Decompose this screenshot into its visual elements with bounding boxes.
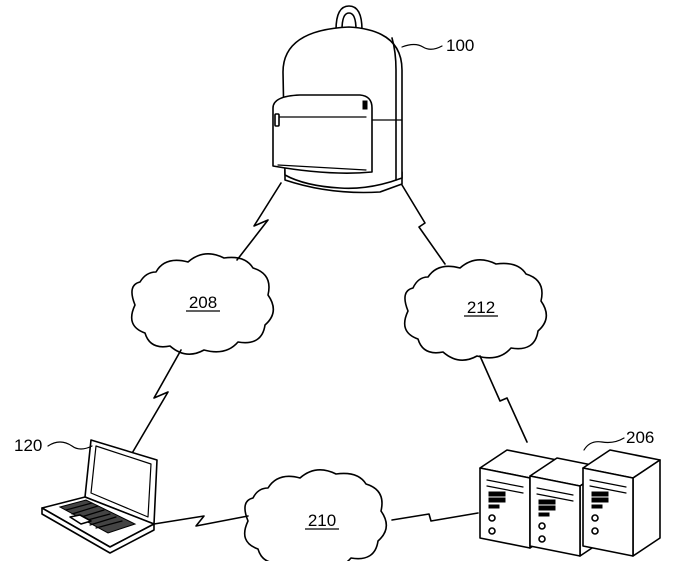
servers-ref-label: 206 — [626, 428, 654, 447]
laptop-ref-label: 120 — [14, 436, 42, 455]
network-label-210: 210 — [308, 511, 336, 530]
lightning-link-icon — [236, 182, 282, 261]
backpack-icon — [272, 5, 403, 194]
lightning-link-icon — [130, 349, 182, 456]
servers-leader-line — [583, 437, 625, 451]
server-rack-icon — [479, 449, 661, 557]
network-label-208: 208 — [189, 293, 217, 312]
network-cloud-212: 212 — [403, 259, 548, 361]
network-cloud-208: 208 — [130, 253, 275, 355]
laptop-icon — [41, 439, 158, 554]
network-label-212: 212 — [467, 298, 495, 317]
lightning-link-icon — [479, 355, 528, 443]
server-unit — [582, 449, 661, 557]
lightning-link-icon — [153, 515, 249, 527]
lightning-link-icon — [401, 184, 446, 265]
lightning-link-icon — [391, 512, 479, 522]
backpack-ref-label: 100 — [446, 36, 474, 55]
backpack-leader-line — [401, 43, 443, 50]
network-cloud-210: 210 — [243, 469, 388, 566]
laptop-leader-line — [47, 441, 93, 450]
